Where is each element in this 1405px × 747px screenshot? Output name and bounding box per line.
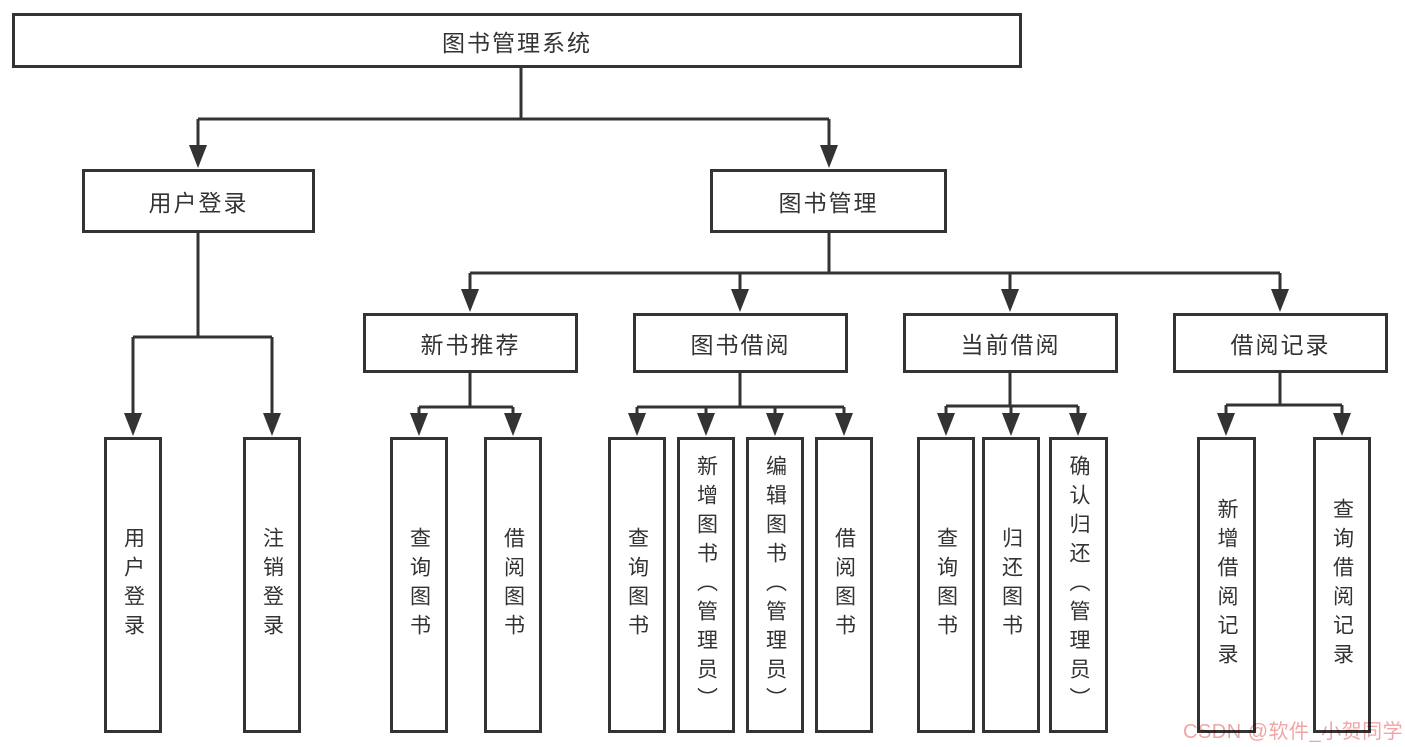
node-logout: 注销登录 [243, 437, 301, 733]
node-query-books-borrow: 查询图书 [608, 437, 666, 733]
node-query-borrow-record: 查询借阅记录 [1313, 437, 1371, 733]
node-new-book-recommend: 新书推荐 [363, 313, 578, 373]
node-label: 确认归还（管理员） [1067, 454, 1090, 716]
node-label: 借阅图书 [832, 527, 856, 643]
node-label: 新书推荐 [420, 332, 521, 358]
node-label: 借阅图书 [501, 527, 525, 643]
node-borrow-books-action: 借阅图书 [815, 437, 873, 733]
node-label: 查询借阅记录 [1330, 498, 1354, 672]
node-borrow-books-recommend: 借阅图书 [484, 437, 542, 733]
csdn-watermark: CSDN @软件_小贺同学 [1183, 721, 1404, 743]
node-label: 借阅记录 [1230, 332, 1331, 358]
node-user-login: 用户登录 [82, 169, 315, 233]
node-query-books-current: 查询图书 [917, 437, 975, 733]
node-label: 新增图书（管理员） [694, 454, 718, 716]
node-label: 编辑图书（管理员） [763, 454, 787, 716]
node-borrow-records: 借阅记录 [1173, 313, 1388, 373]
node-return-book: 归还图书 [982, 437, 1040, 733]
node-confirm-return-admin: 确认归还（管理员） [1049, 437, 1108, 733]
node-add-borrow-record: 新增借阅记录 [1197, 437, 1256, 733]
node-label: 当前借阅 [960, 332, 1061, 358]
node-label: 查询图书 [625, 527, 649, 643]
node-book-borrow: 图书借阅 [633, 313, 848, 373]
connector-path [131, 68, 1344, 415]
node-label: 查询图书 [934, 527, 958, 643]
node-label: 归还图书 [999, 527, 1023, 643]
node-label: 图书管理 [778, 190, 879, 216]
node-label: 查询图书 [407, 527, 431, 643]
node-add-book-admin: 新增图书（管理员） [677, 437, 735, 733]
node-label: 注销登录 [260, 527, 284, 643]
node-label: 用户登录 [121, 527, 145, 643]
arrowheads [124, 145, 1351, 436]
node-book-management: 图书管理 [710, 169, 947, 233]
node-query-books-recommend: 查询图书 [390, 437, 448, 733]
node-label: 图书管理系统 [442, 29, 592, 56]
node-label: 新增借阅记录 [1215, 498, 1238, 672]
node-library-management-system: 图书管理系统 [12, 13, 1022, 68]
node-label: 图书借阅 [690, 332, 791, 358]
node-user-login-action: 用户登录 [104, 437, 162, 733]
node-label: 用户登录 [148, 190, 249, 216]
node-edit-book-admin: 编辑图书（管理员） [746, 437, 804, 733]
node-current-borrow: 当前借阅 [903, 313, 1118, 373]
